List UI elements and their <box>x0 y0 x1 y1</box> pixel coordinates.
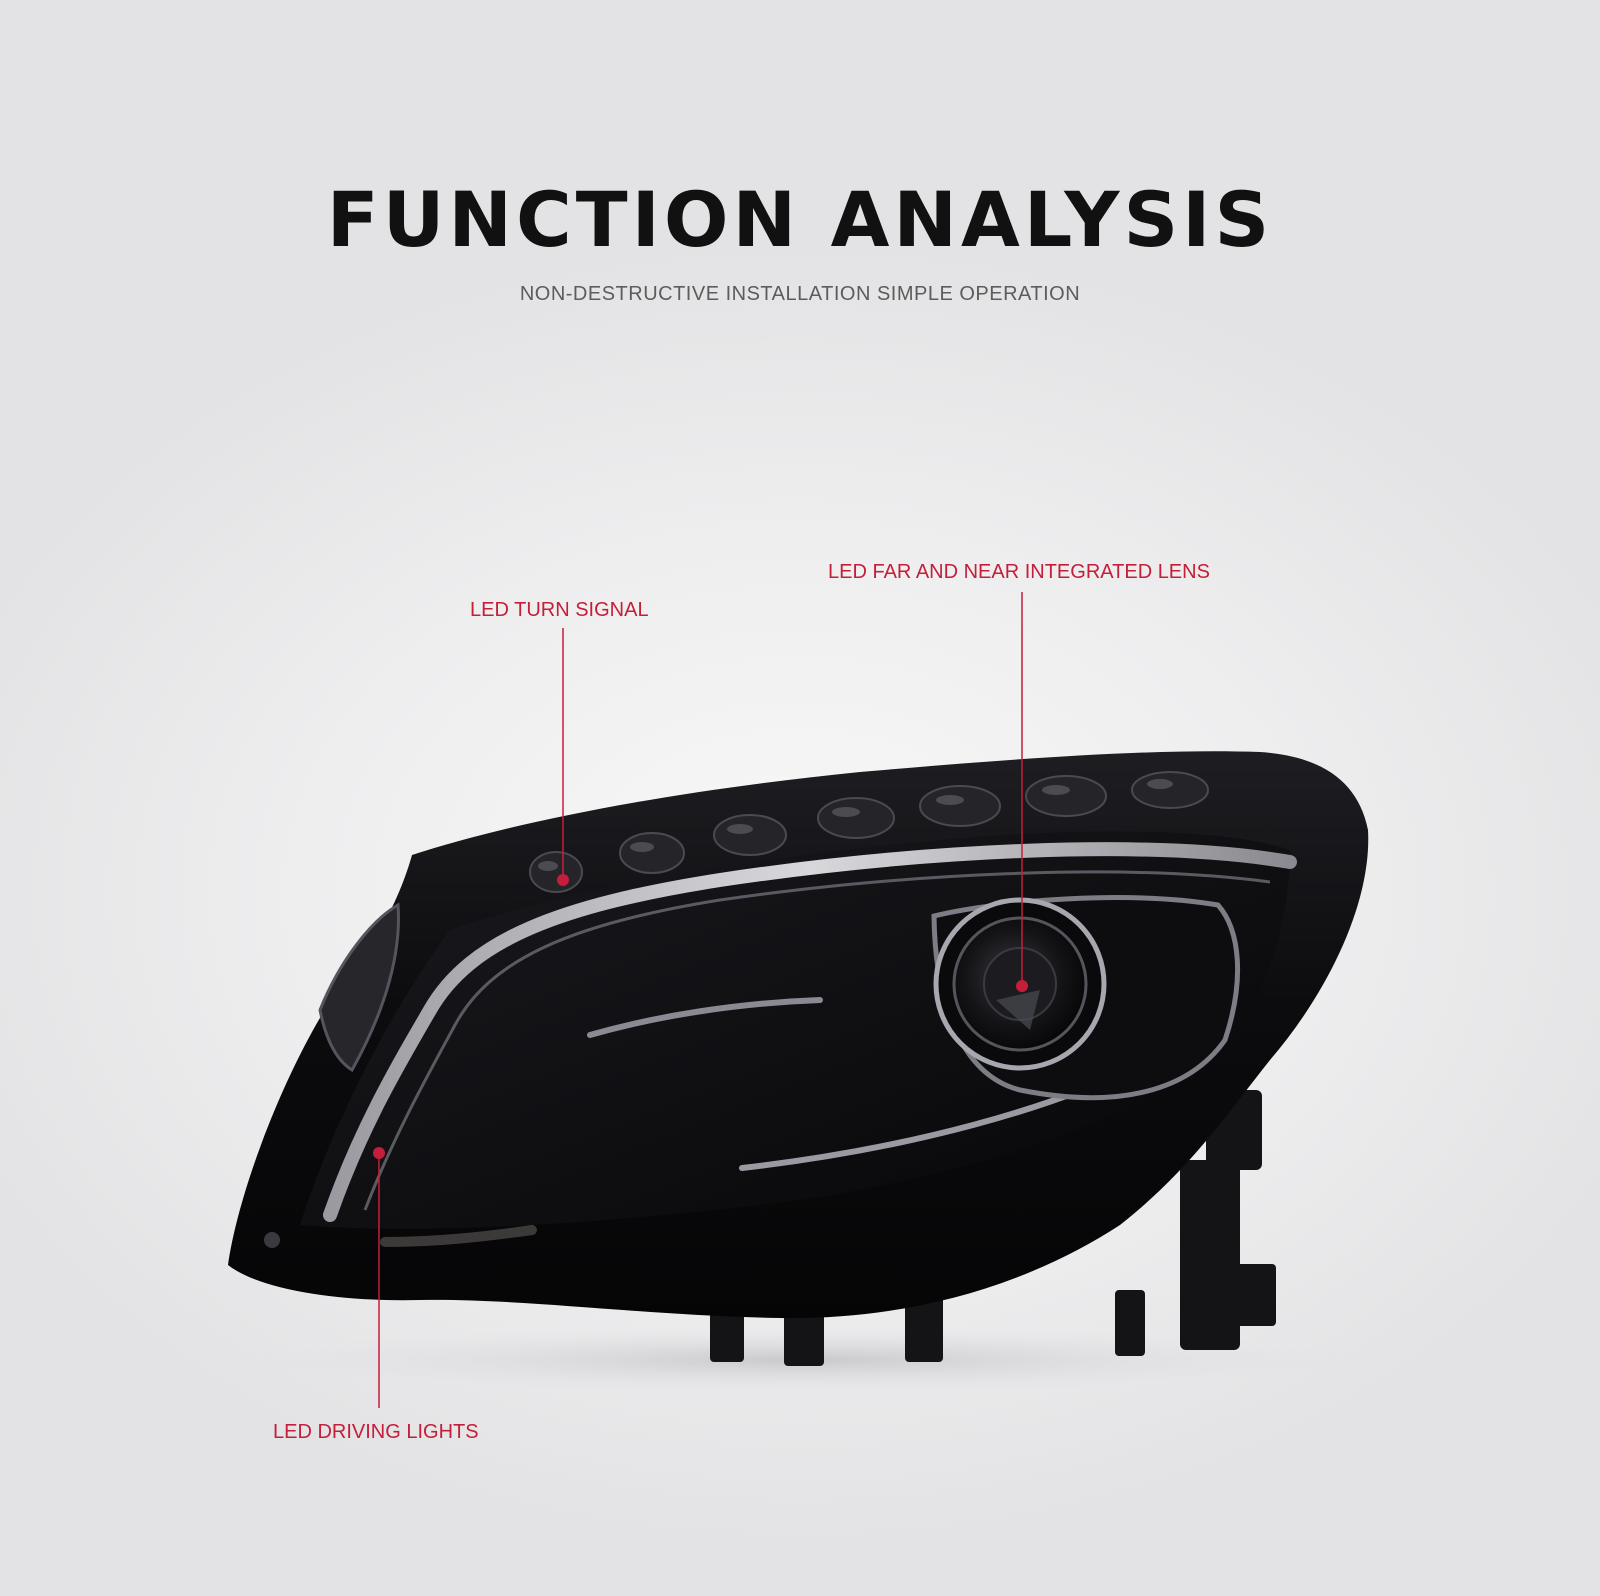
driving-lights-label: LED DRIVING LIGHTS <box>273 1421 479 1443</box>
drl-inner-edge <box>363 870 1271 1211</box>
mounting-brackets <box>710 1090 1276 1366</box>
lens-label: LED FAR AND NEAR INTEGRATED LENS <box>828 561 1210 583</box>
page-title: FUNCTION ANALYSIS <box>326 175 1274 264</box>
turn-signal-label: LED TURN SIGNAL <box>470 599 649 621</box>
page-subtitle: NON-DESTRUCTIVE INSTALLATION SIMPLE OPER… <box>519 283 1081 305</box>
side-marker <box>318 902 400 1073</box>
drl-light-guide <box>323 842 1297 1222</box>
lens-reflection <box>996 990 1040 1030</box>
bottom-amber-strip <box>380 1225 537 1247</box>
turn-signal-highlights <box>538 779 1173 871</box>
lower-accent-upper <box>587 997 823 1038</box>
reflector-dot <box>264 1232 280 1248</box>
